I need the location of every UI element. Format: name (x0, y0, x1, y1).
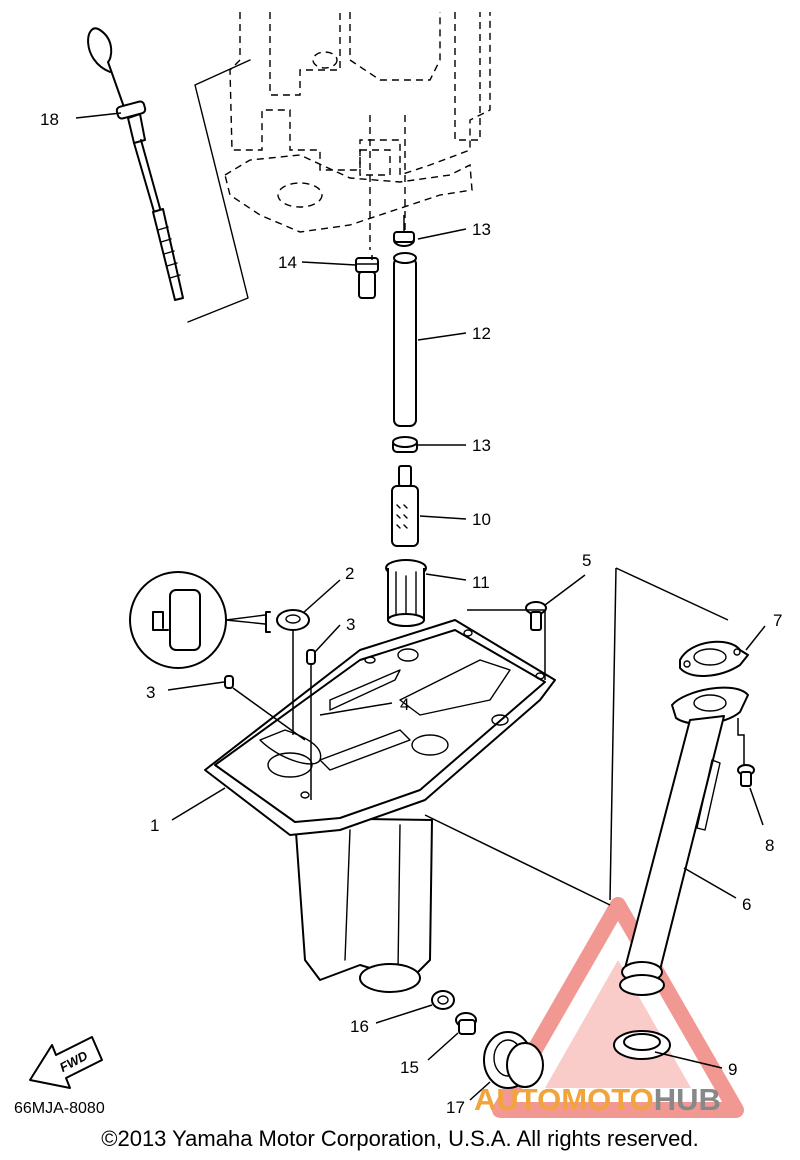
drain-plug-15 (455, 1012, 477, 1035)
callout-8: 8 (765, 836, 774, 855)
exhaust-pipe-6 (619, 686, 749, 996)
upper-casing-1 (204, 619, 556, 981)
callout-1: 1 (150, 816, 159, 835)
engine-block-outline (224, 12, 491, 250)
gasket-16 (431, 990, 455, 1010)
callout-numbers: 18 14 13 12 13 10 11 2 3 3 4 1 5 7 8 6 9… (40, 110, 782, 1117)
dowel-pin-3b (224, 675, 234, 689)
callout-3a: 3 (346, 615, 355, 634)
callout-13b: 13 (472, 436, 491, 455)
callout-6: 6 (742, 895, 751, 914)
callout-16: 16 (350, 1017, 369, 1036)
dipstick-guide-line (187, 59, 251, 323)
seal-13-lower (392, 436, 418, 453)
casing-bottom (359, 963, 421, 993)
callout-3b: 3 (146, 683, 155, 702)
callout-4: 4 (400, 695, 409, 714)
fitting-14 (355, 257, 379, 299)
detail-inset (129, 571, 271, 669)
callout-11: 11 (472, 573, 490, 592)
watermark-part3: HUB (653, 1082, 721, 1117)
callout-5: 5 (582, 551, 591, 570)
seal-13-upper (393, 231, 415, 247)
forward-arrow: FWD (29, 1036, 103, 1089)
copyright-notice: ©2013 Yamaha Motor Corporation, U.S.A. A… (101, 1126, 699, 1151)
pipe-12 (393, 252, 417, 427)
callout-18: 18 (40, 110, 59, 129)
seal-2 (276, 609, 310, 631)
watermark-part1: AUTO (474, 1082, 562, 1117)
callout-12: 12 (472, 324, 491, 343)
bolt-5 (525, 601, 547, 631)
callout-9: 9 (728, 1060, 737, 1079)
filter-cage-11 (385, 559, 427, 627)
watermark-part2: MOTO (561, 1082, 654, 1117)
callout-17: 17 (446, 1098, 465, 1117)
drawing-code: 66MJA-8080 (14, 1100, 105, 1117)
callout-14: 14 (278, 253, 297, 272)
bolt-8 (737, 764, 755, 787)
watermark-logo: AUTOMOTOHUB (474, 1082, 721, 1118)
leader-lines (232, 215, 745, 906)
dowel-pin-3a (306, 649, 316, 665)
callout-15: 15 (400, 1058, 419, 1077)
callout-10: 10 (472, 510, 491, 529)
gasket-7 (679, 640, 749, 677)
callout-2: 2 (345, 564, 354, 583)
strainer-10 (391, 465, 419, 547)
seal-9 (613, 1030, 671, 1060)
grommet-17 (483, 1031, 544, 1089)
callout-leaders (75, 112, 766, 1101)
dipstick (87, 27, 184, 301)
callout-13a: 13 (472, 220, 491, 239)
callout-7: 7 (773, 611, 782, 630)
